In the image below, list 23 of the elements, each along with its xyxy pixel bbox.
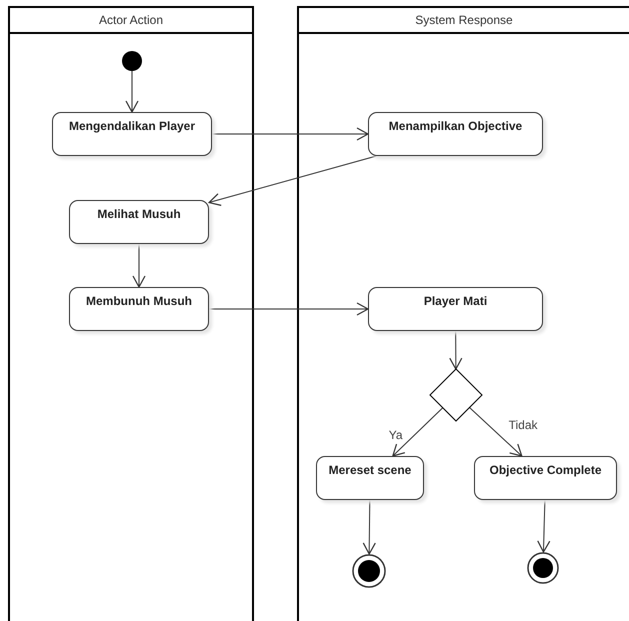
arrow xyxy=(449,330,462,370)
swimlane xyxy=(8,6,254,621)
arrow xyxy=(132,244,146,288)
lane-title: Actor Action xyxy=(10,8,252,34)
action-box: Objective Complete xyxy=(474,456,617,500)
action-box: Membunuh Musuh xyxy=(69,287,209,331)
edge-label: Ya xyxy=(388,428,404,442)
arrow xyxy=(392,407,444,457)
arrow xyxy=(537,500,550,553)
lane-title: System Response xyxy=(299,8,629,34)
arrow xyxy=(469,407,522,457)
action-box: Player Mati xyxy=(368,287,543,331)
swimlane xyxy=(297,6,629,621)
action-box: Mereset scene xyxy=(316,456,424,500)
action-box: Mengendalikan Player xyxy=(52,112,212,156)
edge-label: Tidak xyxy=(508,418,539,432)
arrow xyxy=(208,302,369,316)
arrow xyxy=(208,156,377,206)
action-box: Melihat Musuh xyxy=(69,200,209,244)
arrow xyxy=(362,500,376,555)
arrow xyxy=(125,70,139,113)
action-box: Menampilkan Objective xyxy=(368,112,543,156)
arrow xyxy=(212,127,369,141)
